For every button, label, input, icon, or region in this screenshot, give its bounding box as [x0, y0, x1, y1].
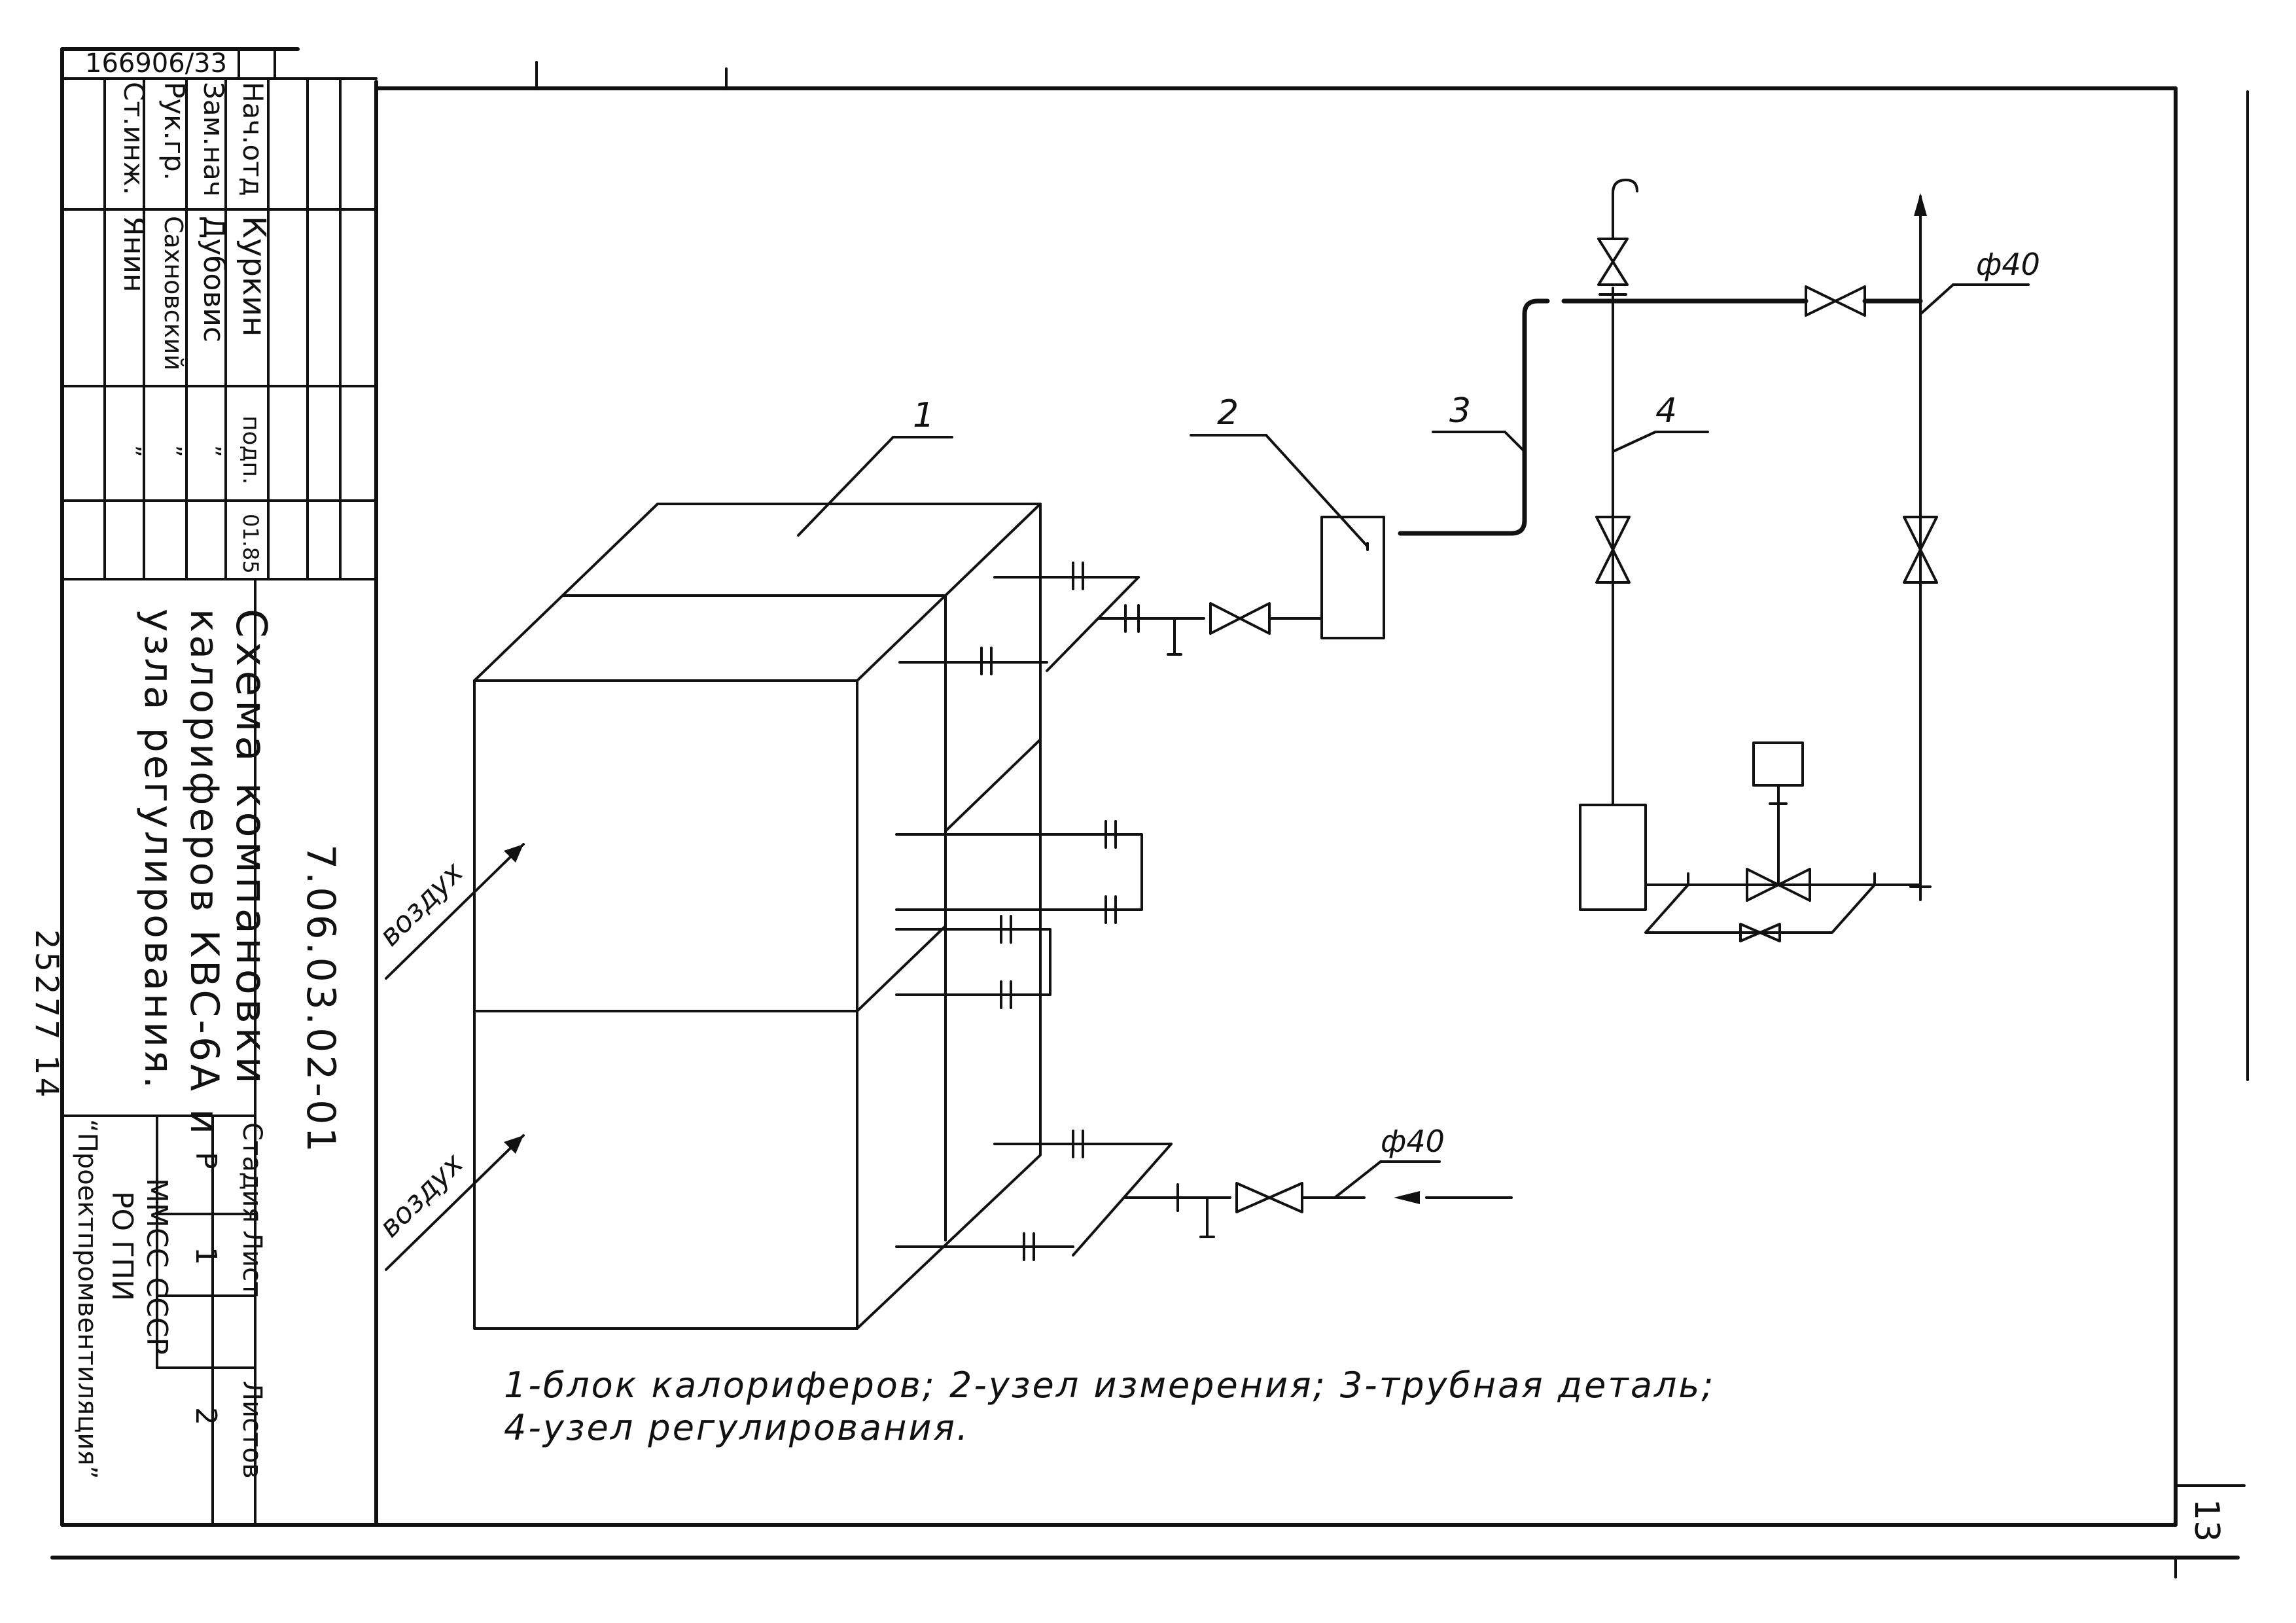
bottom-connections — [895, 1130, 1513, 1261]
staff-name: Дубовис — [197, 216, 230, 342]
staff-role: Зам.нач — [198, 82, 230, 197]
staff-role: Ст.инж. — [118, 82, 150, 195]
heater-block — [473, 503, 1042, 1330]
callout-3: 3 — [1449, 391, 1471, 431]
sheet-frame — [50, 61, 2249, 1578]
staff-date: 01.85 — [238, 514, 263, 574]
stage-label: Стадия — [237, 1122, 267, 1222]
legend-line: 1-блок калориферов; 2-узел измерения; 3-… — [504, 1364, 1715, 1406]
sheets-value: 2 — [189, 1407, 222, 1425]
sheet-value: 1 — [189, 1247, 222, 1265]
staff-role: Нач.отд — [237, 82, 269, 196]
org-line: РО ГПИ — [105, 1191, 139, 1301]
staff-roles: Нач.отд Зам.нач Рук.гр. Ст.инж. — [118, 82, 269, 197]
pipe-diameter-top: ф40 — [1976, 247, 2040, 282]
title-line: Схема компановки — [226, 609, 275, 1088]
staff-name: Янин — [117, 216, 150, 293]
regulating-unit — [1561, 179, 1938, 942]
org-line: ММСС СССР — [140, 1178, 173, 1355]
title-line: узла регулирования. — [135, 609, 181, 1091]
top-connections — [898, 562, 1323, 675]
staff-role: Рук.гр. — [158, 82, 190, 181]
organization: ММСС СССР РО ГПИ “Проектпромвентиляция” — [72, 1119, 173, 1479]
air-inlet-upper: воздух — [373, 843, 525, 980]
legend-line: 4-узел регулирования. — [504, 1407, 970, 1448]
callout-1: 1 — [913, 396, 934, 435]
air-inlet-lower: воздух — [373, 1134, 525, 1271]
drawing-code: 7.06.03.02-01 — [298, 844, 344, 1154]
staff-name: Куркин — [236, 216, 272, 337]
pipe-diameter-bottom: ф40 — [1381, 1124, 1445, 1159]
title-line: калориферов КВС-6А и — [181, 609, 227, 1137]
staff-name: Сахновский — [159, 216, 188, 370]
staff-sign: ” — [198, 445, 225, 457]
sheets-label: Листов — [237, 1381, 267, 1478]
stage-value: Р — [189, 1152, 222, 1169]
sheet-page-number: 13 — [2187, 1499, 2226, 1542]
staff-sign: ” — [159, 445, 186, 457]
staff-signatures: подп. ” ” ” 01.85 — [118, 416, 264, 574]
callout-leaders — [797, 283, 2030, 1199]
middle-connections — [895, 820, 1143, 1009]
archive-number: 25277 14 — [28, 929, 65, 1100]
callout-4: 4 — [1655, 391, 1677, 431]
legend: 1-блок калориферов; 2-узел измерения; 3-… — [504, 1364, 1715, 1448]
callout-2: 2 — [1217, 393, 1239, 433]
stage-cells: Стадия Р Лист 1 Листов 2 — [189, 1122, 267, 1478]
air-label: воздух — [373, 855, 470, 953]
doc-number: 166906/33 — [85, 48, 227, 79]
sheet-label: Лист — [237, 1230, 267, 1296]
drawing-title: Схема компановки калориферов КВС-6А и уз… — [135, 609, 275, 1137]
staff-names: Куркин Дубовис Сахновский Янин — [117, 216, 272, 370]
title-block — [60, 47, 378, 1527]
staff-sign: ” — [118, 445, 145, 457]
air-label: воздух — [373, 1147, 470, 1244]
staff-sign: подп. — [238, 416, 264, 484]
org-line: “Проектпромвентиляция” — [72, 1119, 102, 1479]
measuring-unit — [1320, 298, 1550, 639]
